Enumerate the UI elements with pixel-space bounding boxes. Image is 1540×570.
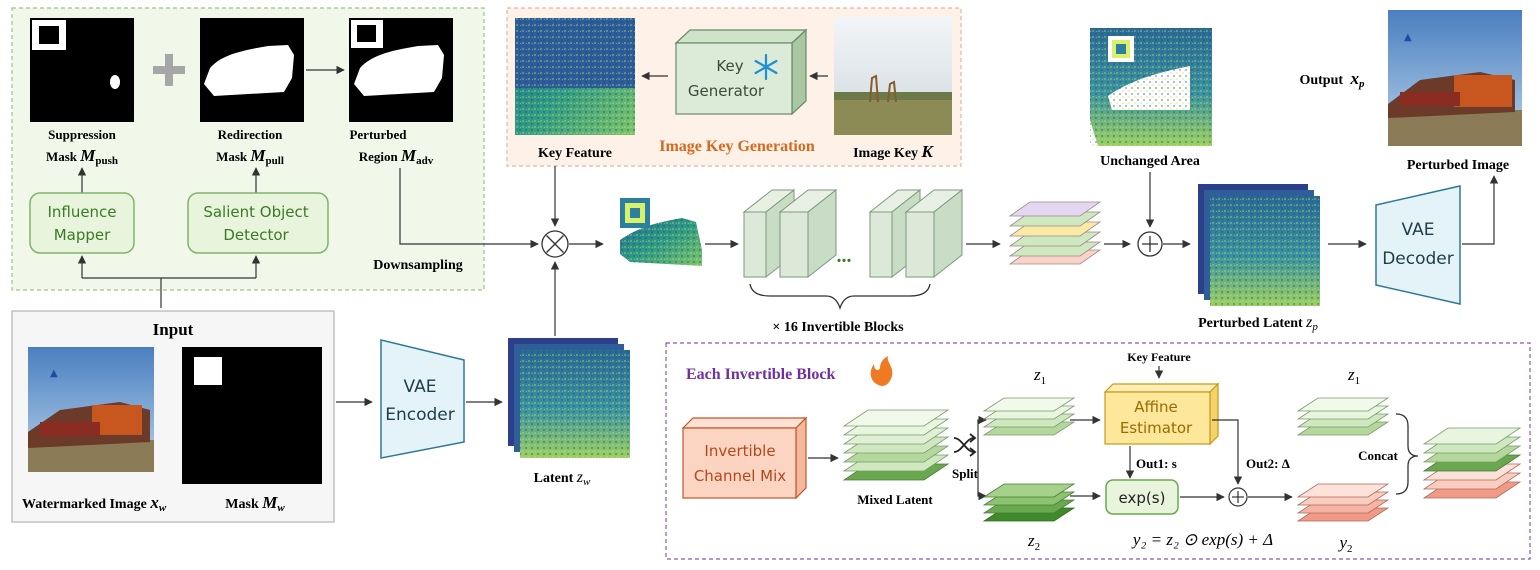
affine-estimator-box: Affine Estimator	[1103, 382, 1220, 446]
image-key-photo	[834, 17, 952, 135]
shuffle-icon	[953, 433, 977, 457]
salient-detector-line1: Salient Object	[203, 203, 308, 221]
concatenated-output-layers	[1422, 427, 1522, 499]
block-key-feature-label: Key Feature	[1127, 350, 1191, 364]
blocks-ellipsis: ...	[837, 245, 852, 267]
latent-stack	[508, 338, 630, 458]
perturbed-latent-stack	[1198, 184, 1320, 306]
influence-mapper-box: Influence Mapper	[29, 192, 135, 254]
watermarked-image-label: Watermarked Image xw	[22, 493, 167, 514]
perturbed-region-label-line1: Perturbed	[349, 127, 407, 142]
y2-layers	[1296, 483, 1390, 522]
input-panel: Input ▲ Watermarked Image xw Mask Mw	[11, 310, 335, 523]
vae-encoder-line2: Encoder	[385, 405, 455, 425]
z1-layers	[982, 397, 1076, 436]
z1-out-label: z1	[1347, 365, 1360, 387]
z1-out-layers	[1296, 397, 1390, 436]
vae-encoder-line1: VAE	[404, 377, 437, 397]
vae-decoder-line2: Decoder	[1382, 249, 1454, 269]
input-title: Input	[153, 320, 194, 339]
suppression-mask-label-line1: Suppression	[48, 127, 116, 142]
key-feature-label: Key Feature	[538, 146, 612, 161]
z2-layers	[982, 483, 1076, 522]
perturbed-output-image: ▲	[1388, 10, 1522, 146]
channel-mix-line2: Channel Mix	[694, 467, 786, 485]
blocks-count-label: × 16 Invertible Blocks	[772, 320, 904, 335]
key-feature-image	[515, 18, 635, 135]
affine-estimator-line2: Estimator	[1120, 419, 1193, 437]
out2-label: Out2: Δ	[1246, 456, 1290, 471]
invertible-block-title: Each Invertible Block	[686, 366, 835, 383]
output-feature-layers	[1008, 201, 1102, 265]
svg-text:▲: ▲	[1404, 32, 1412, 43]
influence-mapper-line1: Influence	[47, 203, 116, 221]
latent-label: Latent zw	[534, 469, 591, 488]
image-key-generation-title: Image Key Generation	[659, 138, 815, 155]
suppression-mask-image	[30, 18, 134, 122]
vae-decoder-line1: VAE	[1402, 220, 1435, 240]
unchanged-area-image	[1090, 28, 1212, 146]
invertible-channel-mix-box: Invertible Channel Mix	[681, 416, 808, 500]
invertible-block-panel: Each Invertible Block Invertible Channel…	[665, 342, 1531, 560]
mask-generation-panel: Suppression Mask Mpush Redirection Mask …	[11, 7, 485, 308]
blocks-brace	[749, 283, 931, 311]
downsampling-label: Downsampling	[373, 258, 462, 273]
influence-mapper-line2: Mapper	[54, 226, 111, 244]
key-generator-line2: Generator	[688, 82, 765, 100]
y2-label: y2	[1337, 533, 1352, 555]
salient-object-detector-box: Salient Object Detector	[187, 192, 329, 254]
mixed-latent-layers	[842, 409, 950, 481]
output-label: Output xp	[1299, 69, 1365, 90]
out1-label: Out1: s	[1136, 456, 1177, 471]
key-generator-box: Key Generator	[674, 28, 808, 116]
add-node	[1137, 231, 1163, 257]
block-equation: y₂ = z₂ ⊙ exp(s) + Δ	[1131, 530, 1273, 549]
channel-mix-line1: Invertible	[704, 442, 775, 460]
affine-estimator-line1: Affine	[1134, 398, 1178, 416]
redirection-mask-label-line1: Redirection	[218, 127, 284, 142]
z1-label: z1	[1033, 365, 1046, 387]
perturbed-latent-label: Perturbed Latent zp	[1198, 314, 1318, 333]
key-generator-line1: Key	[716, 57, 743, 75]
redirection-mask-label-line2: Mask Mpull	[216, 146, 284, 167]
plus-icon	[153, 54, 185, 86]
perturbed-region-mask-image	[349, 18, 453, 122]
salient-detector-line2: Detector	[223, 226, 289, 244]
concat-label: Concat	[1358, 448, 1398, 463]
exp-s-label: exp(s)	[1119, 489, 1166, 507]
watermarked-image: ▲	[28, 347, 154, 472]
vae-encoder: VAE Encoder	[380, 339, 465, 459]
flame-icon	[870, 356, 893, 386]
exp-s-box: exp(s)	[1105, 479, 1179, 515]
mask-label: Mask Mw	[225, 493, 285, 514]
image-key-label: Image Key K	[853, 142, 934, 161]
snowflake-icon	[754, 53, 778, 81]
concat-brace	[1395, 413, 1419, 495]
unchanged-area-label: Unchanged Area	[1100, 154, 1200, 169]
watermark-mask-image	[182, 347, 322, 484]
mixed-latent-label: Mixed Latent	[857, 492, 933, 507]
perturbed-region-label-line2: Region Madv	[359, 146, 434, 167]
split-label: Split	[952, 466, 979, 481]
invertible-blocks: ...	[742, 188, 964, 279]
image-key-generation-panel: Key Feature Key Generator Image Key Gene…	[506, 7, 962, 167]
svg-text:▲: ▲	[50, 368, 58, 379]
perturbed-image-label: Perturbed Image	[1407, 158, 1509, 173]
z2-label: z2	[1027, 531, 1040, 553]
redirection-mask-image	[200, 18, 304, 122]
block-add-node	[1228, 487, 1248, 507]
masked-latent-shape	[620, 198, 702, 266]
suppression-mask-label-line2: Mask Mpush	[46, 146, 118, 167]
multiply-node	[541, 230, 569, 258]
vae-decoder: VAE Decoder	[1375, 185, 1461, 305]
